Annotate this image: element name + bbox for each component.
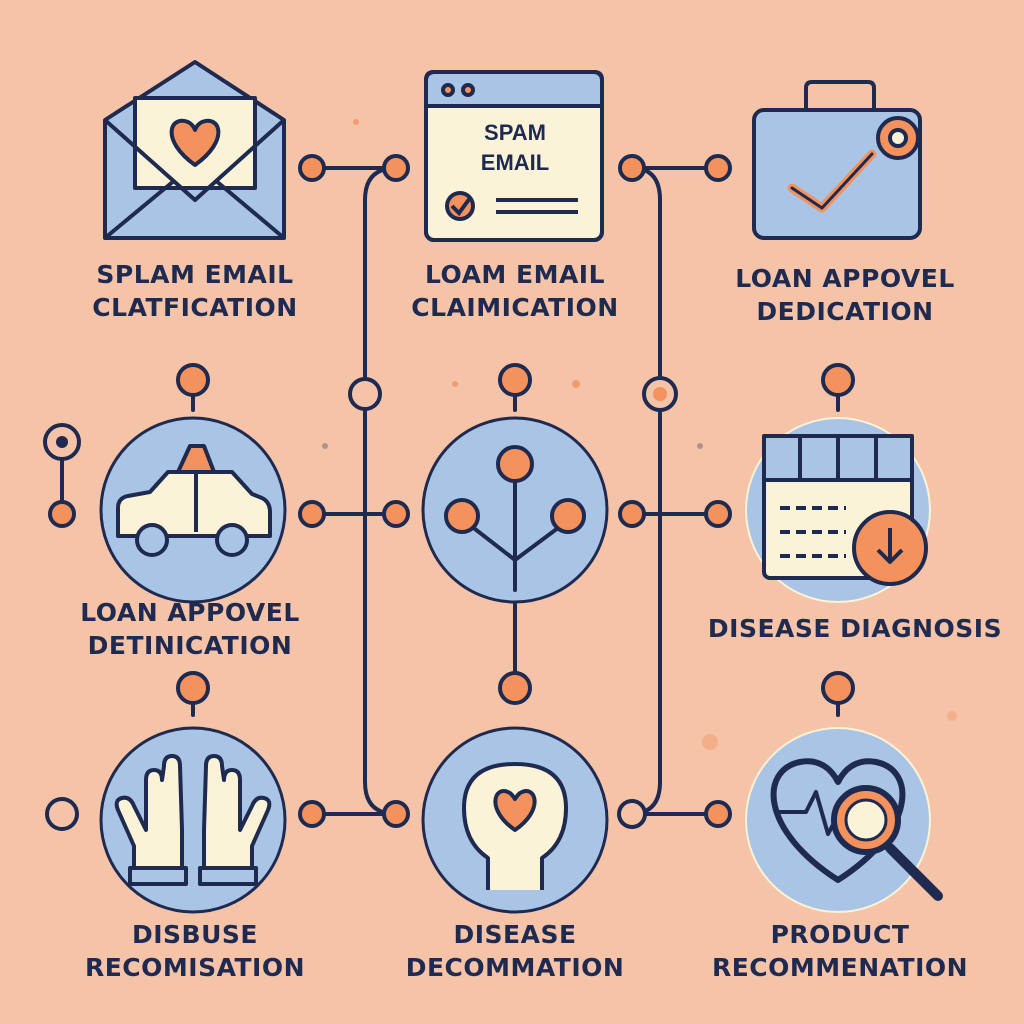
decorative-dots (322, 119, 957, 750)
connector-nodes (43, 154, 855, 831)
calendar-download-icon (762, 434, 928, 586)
label-loan-email: LOAM EMAIL CLAIMICATION (360, 258, 670, 324)
label-line: DEDICATION (756, 297, 934, 326)
label-line: DISBUSE (132, 920, 258, 949)
icon-text-line-1: SPAM (484, 120, 546, 145)
label-line: CLATFICATION (92, 293, 298, 322)
label-line: RECOMMENATION (711, 953, 969, 982)
decision-tree-icon (444, 445, 586, 592)
label-line: CLAIMICATION (411, 293, 619, 322)
label-line: SPLAM EMAIL (96, 260, 294, 289)
label-spam-email: SPLAM EMAIL CLATFICATION (40, 258, 350, 324)
label-line: PRODUCT (770, 920, 910, 949)
label-line: DETINICATION (87, 631, 293, 660)
label-disease-decommation: DISEASE DECOMMATION (360, 918, 670, 984)
heart-magnifier-icon (770, 758, 943, 901)
label-loan-approval-top: LOAN APPOVEL DEDICATION (690, 262, 1000, 328)
head-heart-icon (462, 762, 568, 890)
label-line: DISEASE (453, 920, 577, 949)
label-disease-recomisation: DISBUSE RECOMISATION (40, 918, 350, 984)
label-line: DECOMMATION (405, 953, 625, 982)
label-loan-approval-left: LOAN APPOVEL DETINICATION (30, 596, 350, 662)
label-line: LOAN APPOVEL (735, 264, 955, 293)
label-line: RECOMISATION (84, 953, 306, 982)
envelope-heart-icon (103, 60, 286, 240)
briefcase-check-icon (752, 80, 922, 240)
browser-window-icon (424, 70, 604, 242)
label-line: LOAN APPOVEL (80, 598, 300, 627)
icon-text-line-2: EMAIL (481, 150, 549, 175)
label-disease-diagnosis: DISEASE DIAGNOSIS (690, 612, 1020, 645)
hands-icon (114, 754, 272, 886)
label-line: LOAM EMAIL (424, 260, 606, 289)
label-product-recommenation: PRODUCT RECOMMENATION (680, 918, 1000, 984)
label-line: DISEASE DIAGNOSIS (707, 614, 1003, 643)
car-icon (116, 444, 272, 557)
